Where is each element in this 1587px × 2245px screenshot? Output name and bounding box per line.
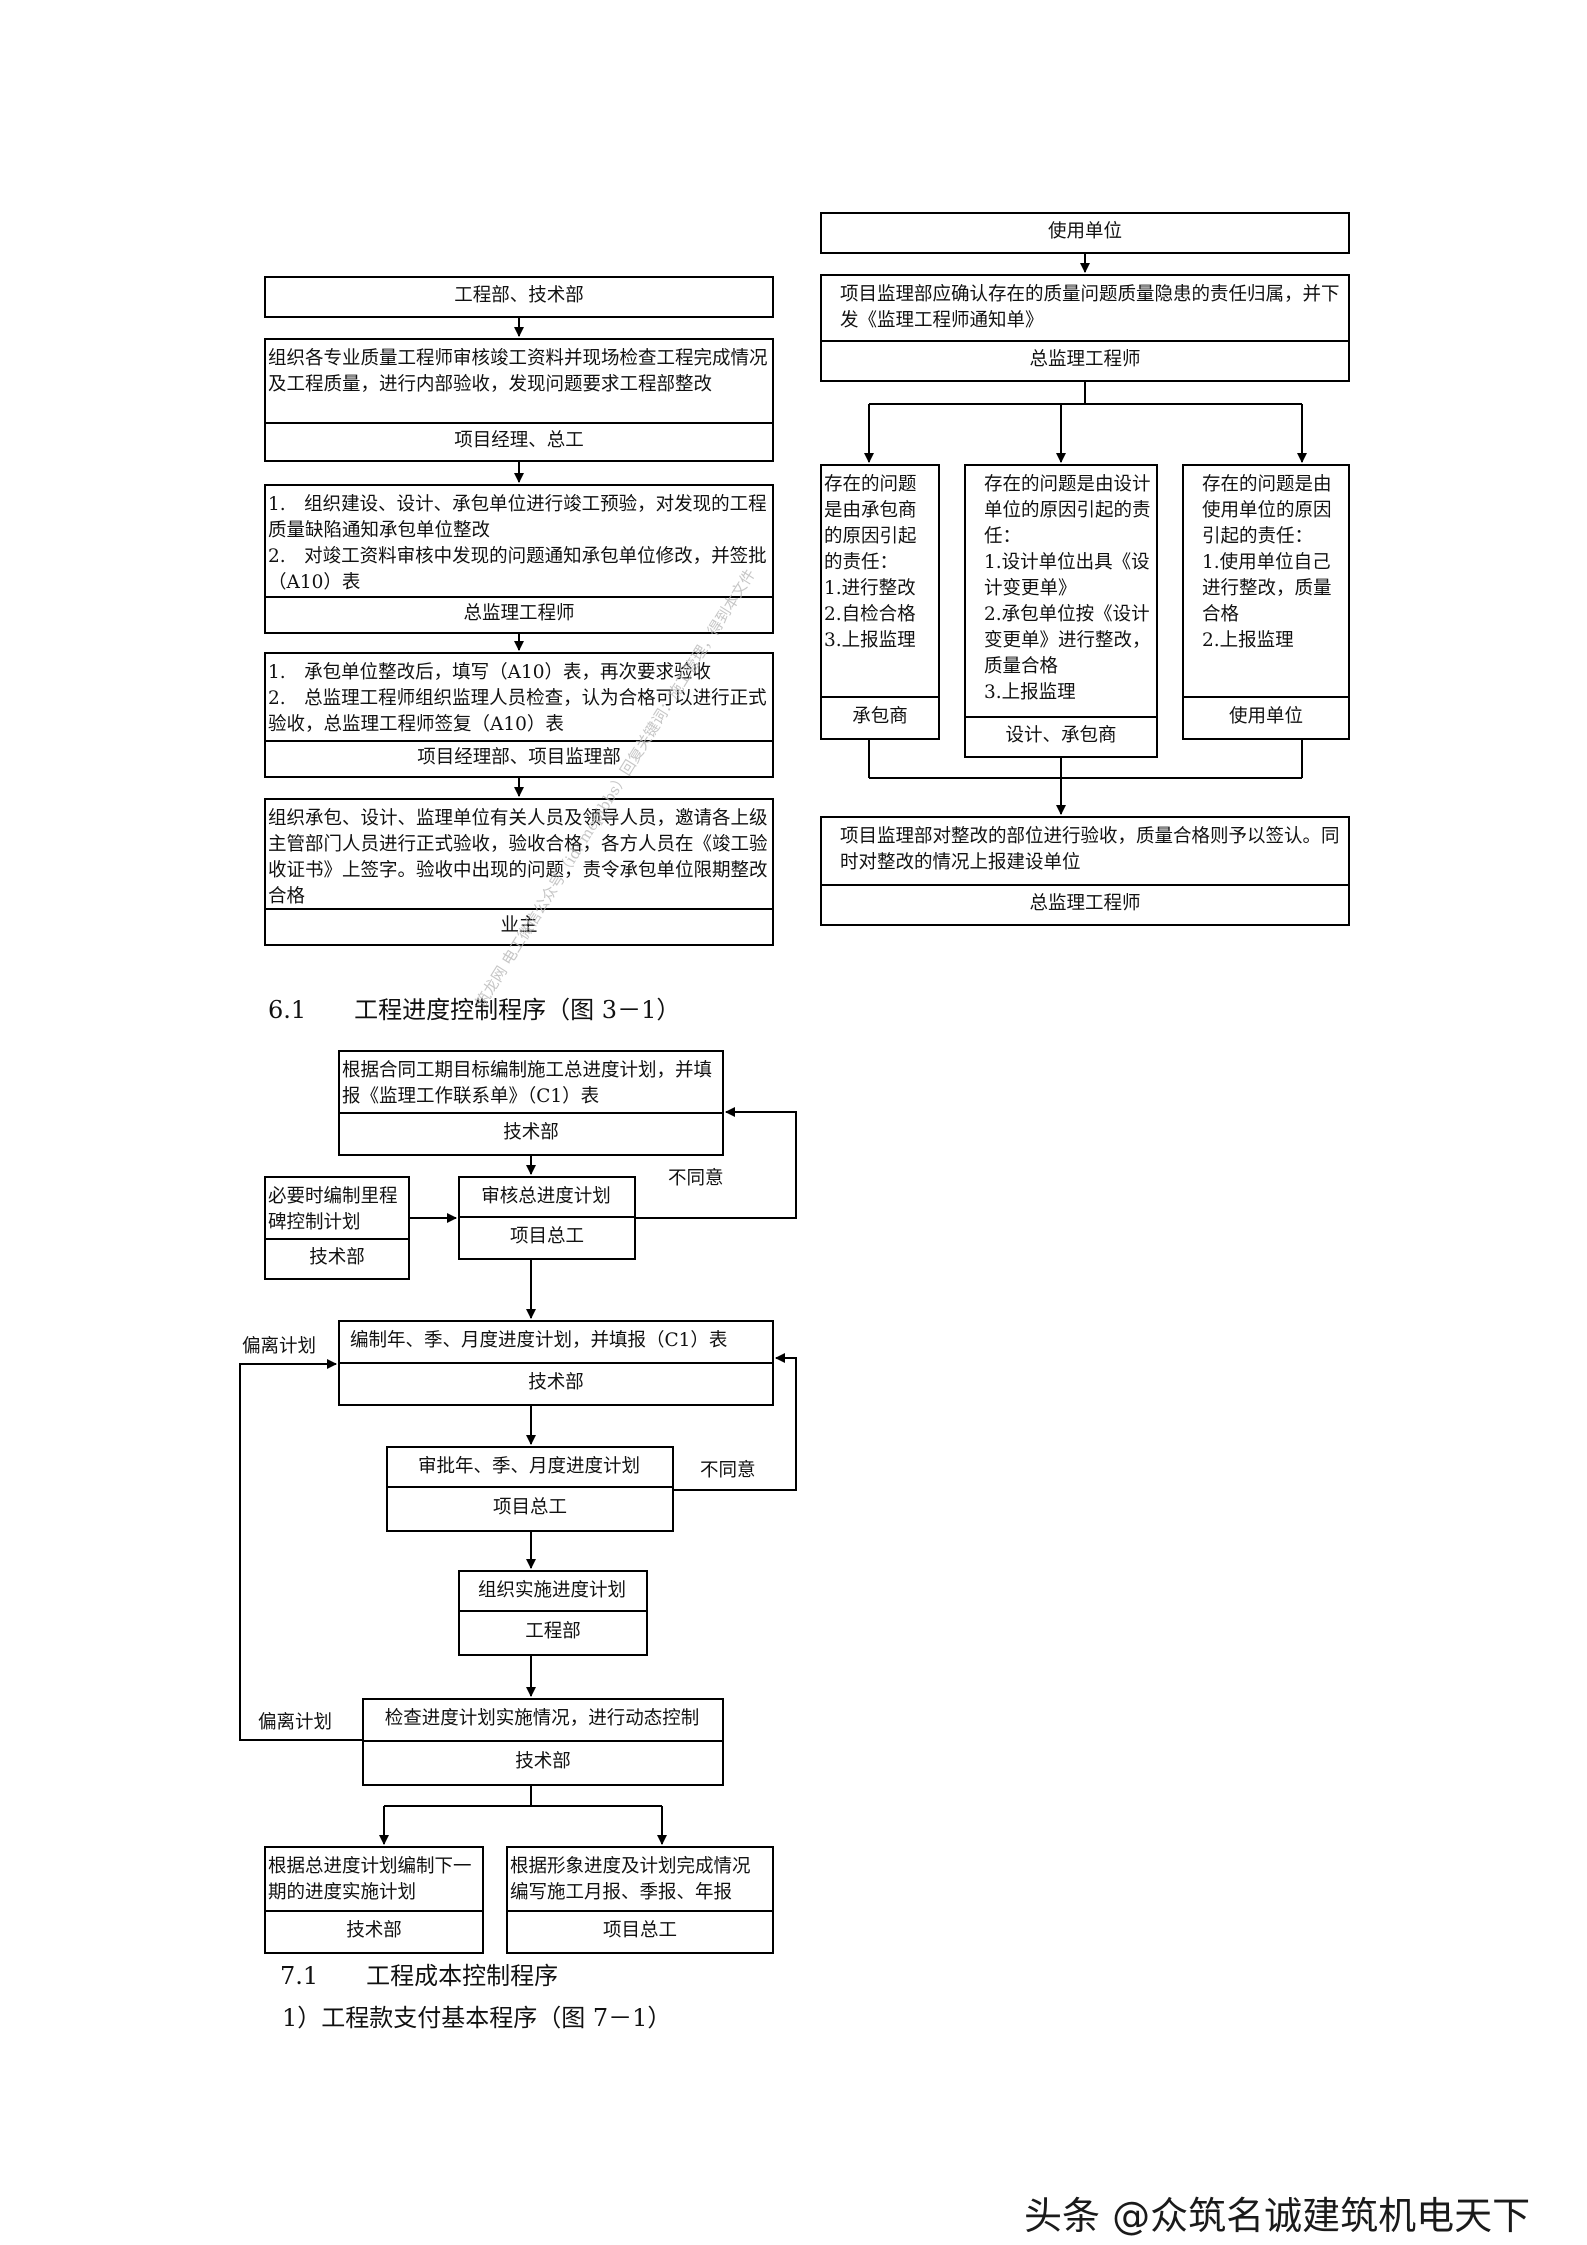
progress-box-6-text: 检查进度计划实施情况，进行动态控制 [384,1708,700,1729]
left-box-3: 1. 组织建设、设计、承包单位进行竣工预验，对发现的工程质量缺陷通知承包单位整改… [264,484,774,634]
right-box-2: 项目监理部应确认存在的质量问题质量隐患的责任归属，并下发《监理工程师通知单》 总… [820,274,1350,382]
progress-box-2-text: 审核总进度计划 [481,1186,611,1207]
feedback-disagree-2 [674,1353,797,1491]
left-box-4-footer: 项目经理部、项目监理部 [266,740,772,776]
left-box-5-text: 组织承包、设计、监理单位有关人员及领导人员，邀请各上级主管部门人员进行正式验收，… [268,808,768,907]
progress-side-box-text: 必要时编制里程碑控制计划 [268,1186,398,1233]
left-box-1-text: 工程部、技术部 [454,285,584,306]
left-box-2-footer: 项目经理、总工 [266,422,772,460]
progress-box-5: 组织实施进度计划 工程部 [458,1570,648,1656]
right-box-4-text: 项目监理部对整改的部位进行验收，质量合格则予以签认。同时对整改的情况上报建设单位 [840,826,1340,873]
left-box-5: 组织承包、设计、监理单位有关人员及领导人员，邀请各上级主管部门人员进行正式验收，… [264,798,774,946]
progress-box-7a-text: 根据总进度计划编制下一期的进度实施计划 [268,1856,472,1903]
right-box-3a: 存在的问题是由承包商的原因引起的责任： 1.进行整改 2.自检合格 3.上报监理… [820,464,940,740]
progress-box-4-text: 审批年、季、月度进度计划 [417,1456,640,1477]
progress-box-1: 根据合同工期目标编制施工总进度计划，并填报《监理工作联系单》（C1）表 技术部 [338,1050,724,1156]
right-box-3c-text: 存在的问题是由使用单位的原因引起的责任： 1.使用单位自己进行整改，质量合格 2… [1202,474,1332,651]
progress-box-7a-footer: 技术部 [266,1910,482,1952]
deviate-label-2: 偏离计划 [258,1712,333,1733]
progress-box-4-footer: 项目总工 [388,1486,672,1530]
progress-box-7b-footer: 项目总工 [508,1910,772,1952]
progress-box-3-text: 编制年、季、月度进度计划，并填报（C1）表 [350,1330,728,1351]
right-box-4: 项目监理部对整改的部位进行验收，质量合格则予以签认。同时对整改的情况上报建设单位… [820,816,1350,926]
right-box-3b-footer: 设计、承包商 [966,716,1156,756]
progress-box-4: 审批年、季、月度进度计划 项目总工 [386,1446,674,1532]
progress-box-5-text: 组织实施进度计划 [477,1580,626,1601]
progress-box-2-footer: 项目总工 [460,1216,634,1258]
right-box-3a-footer: 承包商 [822,696,938,738]
progress-box-7b-text: 根据形象进度及计划完成情况编写施工月报、季报、年报 [510,1856,751,1903]
right-box-3c-footer: 使用单位 [1184,696,1348,738]
right-box-3b-text: 存在的问题是由设计单位的原因引起的责任： 1.设计单位出具《设计变更单》 2.承… [984,474,1151,703]
disagree-label-1: 不同意 [668,1168,724,1189]
left-box-1: 工程部、技术部 [264,276,774,318]
right-box-3a-text: 存在的问题是由承包商的原因引起的责任： 1.进行整改 2.自检合格 3.上报监理 [824,474,917,651]
deviate-label-1: 偏离计划 [242,1336,317,1357]
progress-side-box: 必要时编制里程碑控制计划 技术部 [264,1176,410,1280]
left-box-2-text: 组织各专业质量工程师审核竣工资料并现场检查工程完成情况及工程质量，进行内部验收，… [268,348,768,395]
left-box-2: 组织各专业质量工程师审核竣工资料并现场检查工程完成情况及工程质量，进行内部验收，… [264,338,774,462]
section-6-1-heading: 6.1 工程进度控制程序（图 3－1） [268,996,681,1024]
feedback-deviate [239,1359,362,1741]
left-box-4: 1. 承包单位整改后，填写（A10）表，再次要求验收 2. 总监理工程师组织监理… [264,652,774,778]
right-box-2-text: 项目监理部应确认存在的质量问题质量隐患的责任归属，并下发《监理工程师通知单》 [840,284,1340,331]
feedback-disagree-1 [636,1107,797,1219]
brand-signature: 头条 @众筑名诚建筑机电天下 [1024,2194,1531,2238]
progress-box-1-text: 根据合同工期目标编制施工总进度计划，并填报《监理工作联系单》（C1）表 [342,1060,713,1107]
left-box-4-text: 1. 承包单位整改后，填写（A10）表，再次要求验收 2. 总监理工程师组织监理… [268,662,767,735]
progress-box-3: 编制年、季、月度进度计划，并填报（C1）表 技术部 [338,1320,774,1406]
left-box-3-footer: 总监理工程师 [266,596,772,632]
progress-box-6: 检查进度计划实施情况，进行动态控制 技术部 [362,1698,724,1786]
right-box-4-footer: 总监理工程师 [822,884,1348,924]
section-7-1-subheading: 1）工程款支付基本程序（图 7－1） [282,2004,672,2032]
progress-box-7a: 根据总进度计划编制下一期的进度实施计划 技术部 [264,1846,484,1954]
progress-side-box-footer: 技术部 [266,1238,408,1278]
right-box-1: 使用单位 [820,212,1350,254]
disagree-label-2: 不同意 [700,1460,756,1481]
right-box-3c: 存在的问题是由使用单位的原因引起的责任： 1.使用单位自己进行整改，质量合格 2… [1182,464,1350,740]
progress-box-2: 审核总进度计划 项目总工 [458,1176,636,1260]
progress-box-6-footer: 技术部 [364,1740,722,1784]
progress-box-1-footer: 技术部 [340,1112,722,1154]
right-box-1-text: 使用单位 [1047,221,1122,242]
left-box-3-text: 1. 组织建设、设计、承包单位进行竣工预验，对发现的工程质量缺陷通知承包单位整改… [268,494,767,593]
left-box-5-footer: 业主 [266,908,772,944]
progress-box-7b: 根据形象进度及计划完成情况编写施工月报、季报、年报 项目总工 [506,1846,774,1954]
right-box-3b: 存在的问题是由设计单位的原因引起的责任： 1.设计单位出具《设计变更单》 2.承… [964,464,1158,758]
progress-box-3-footer: 技术部 [340,1362,772,1404]
section-7-1-heading: 7.1 工程成本控制程序 [280,1962,559,1990]
right-box-2-footer: 总监理工程师 [822,340,1348,380]
progress-box-5-footer: 工程部 [460,1610,646,1654]
